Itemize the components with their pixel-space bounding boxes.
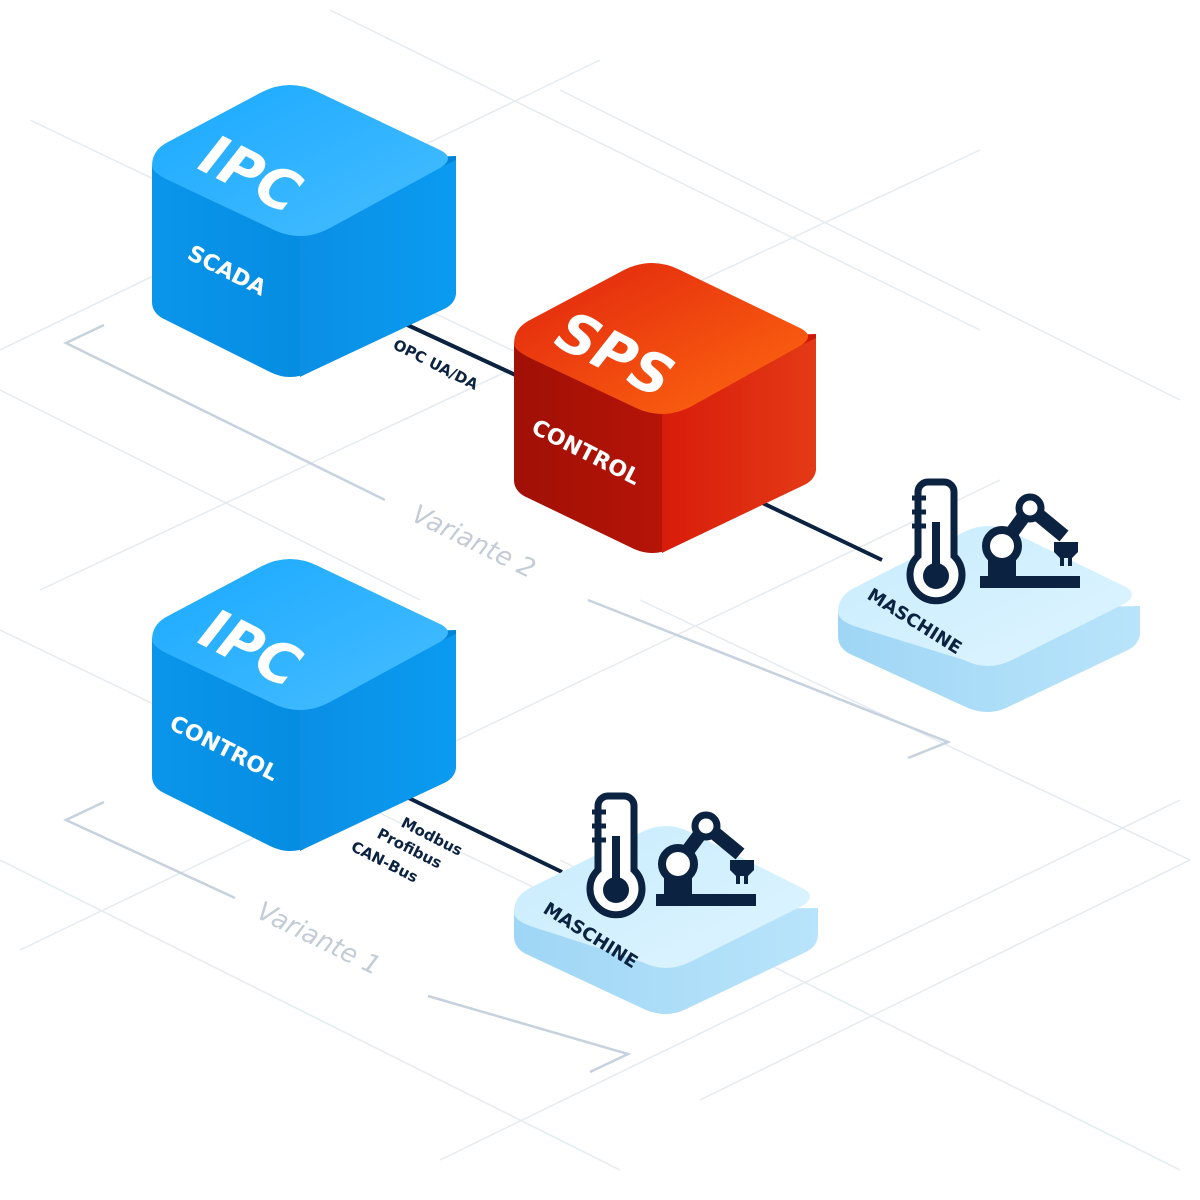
thermometer-icon	[906, 478, 966, 605]
ipc-control-cube: IPC CONTROL	[152, 559, 456, 851]
machine-tile-variant-1: MASCHINE	[514, 792, 818, 1014]
variant-1-label: Variante 1	[252, 896, 385, 981]
ipc-scada-cube: IPC SCADA	[152, 85, 456, 377]
robot-arm-icon	[980, 493, 1080, 588]
protocol-list: Modbus Profibus CAN-Bus	[348, 814, 465, 887]
robot-arm-icon	[656, 811, 756, 906]
thermometer-icon	[586, 792, 646, 919]
sps-control-cube: SPS CONTROL	[514, 263, 816, 553]
variant-2-label: Variante 2	[407, 499, 540, 584]
protocol-opc-label: OPC UA/DA	[390, 336, 481, 394]
variant-2-bracket	[63, 323, 952, 760]
machine-tile-variant-2: MASCHINE	[838, 478, 1140, 712]
variant-1-bracket	[63, 800, 632, 1074]
